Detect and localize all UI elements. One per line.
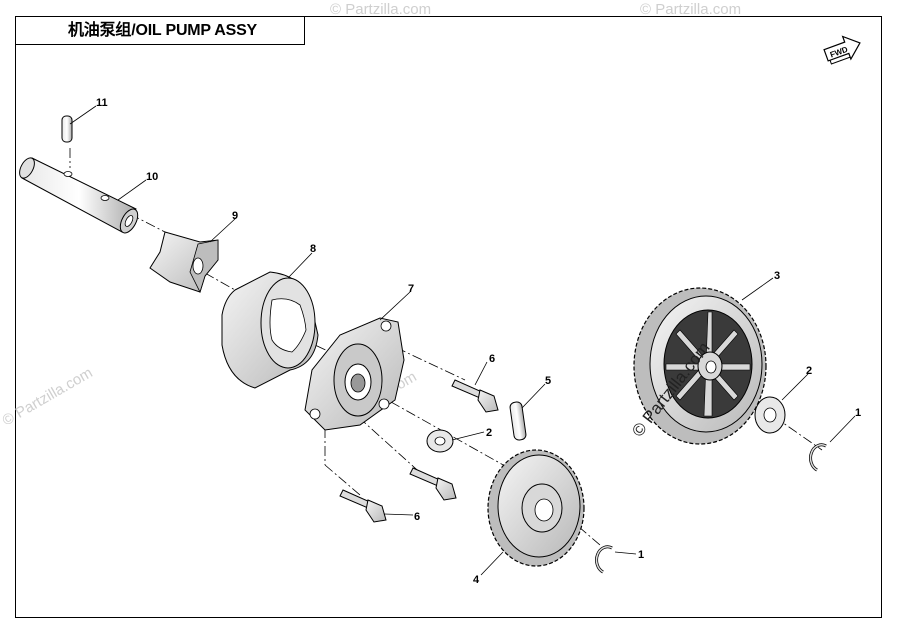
callout-1a: 1 — [638, 549, 644, 561]
callout-9: 9 — [232, 210, 238, 222]
callout-3: 3 — [774, 270, 780, 282]
callout-6b: 6 — [414, 511, 420, 523]
callout-2b: 2 — [806, 365, 812, 377]
callout-4: 4 — [473, 574, 480, 586]
callout-5: 5 — [545, 375, 551, 387]
callout-11: 11 — [96, 97, 108, 109]
part-7-pump-body — [304, 317, 405, 431]
part-6-bolt-c — [409, 467, 457, 501]
callout-1b: 1 — [855, 407, 861, 419]
part-3-driven-gear: © Partzilla.com — [628, 287, 767, 445]
callout-2a: 2 — [486, 427, 492, 439]
part-4-drive-gear — [487, 449, 585, 567]
callout-8: 8 — [310, 243, 316, 255]
callout-6a: 6 — [489, 353, 495, 365]
diagram-frame — [15, 16, 882, 618]
callout-10: 10 — [146, 171, 158, 183]
part-1-circlip-a — [595, 545, 613, 574]
part-2-washer-a — [426, 429, 454, 453]
leader-lines — [69, 105, 856, 576]
part-8-outer-rotor — [221, 271, 319, 389]
part-1-circlip-b — [809, 443, 827, 472]
part-11-pin — [61, 115, 73, 143]
callouts: 11 10 9 8 7 6 5 2 3 2 1 1 4 6 — [96, 97, 861, 586]
part-9-inner-rotor — [149, 231, 219, 294]
part-5-dowel-pin — [509, 401, 527, 441]
watermark-top-right: © Partzilla.com — [640, 1, 741, 18]
watermark-left: © Partzilla.com — [0, 364, 96, 429]
diagram-title: 机油泵组/OIL PUMP ASSY — [15, 16, 305, 45]
fwd-arrow-icon: FWD — [823, 35, 861, 65]
part-6-bolt-a — [451, 379, 499, 413]
part-2-washer-b — [754, 396, 786, 434]
callout-7: 7 — [408, 283, 414, 295]
watermark-top: © Partzilla.com — [330, 1, 431, 18]
part-10-shaft — [19, 157, 139, 234]
part-6-bolt-b — [339, 489, 387, 523]
